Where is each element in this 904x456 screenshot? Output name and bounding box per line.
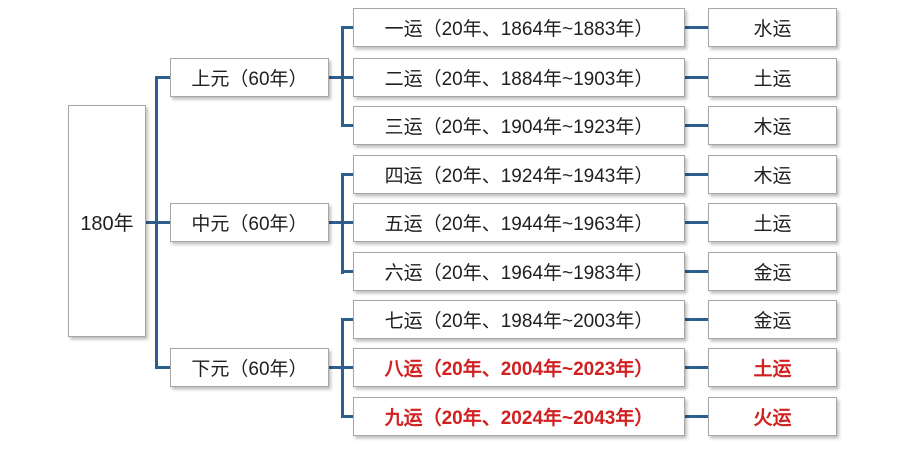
connector-element-stub-1 (683, 26, 710, 29)
element-box-4: 木运 (708, 155, 837, 194)
element-box-7: 金运 (708, 300, 837, 339)
run-box-2: 二运（20年、1884年~1903年） (353, 58, 685, 97)
connector-element-stub-3 (683, 124, 710, 127)
connector-run-stub-6 (341, 270, 355, 273)
connector-subtrunk-stub-1 (327, 76, 344, 79)
connector-group-stub-2 (155, 221, 173, 224)
connector-group-stub-1 (155, 76, 173, 79)
group-box-upper-yuan: 上元（60年） (170, 58, 329, 97)
connector-element-stub-7 (683, 318, 710, 321)
connector-root-stub (145, 220, 158, 224)
connector-run-stub-4 (341, 173, 355, 176)
connector-run-stub-9 (341, 415, 355, 418)
run-box-1: 一运（20年、1864年~1883年） (353, 8, 685, 47)
run-box-8: 八运（20年、2004年~2023年） (353, 348, 685, 387)
element-box-8: 土运 (708, 348, 837, 387)
connector-element-stub-8 (683, 366, 710, 369)
connector-run-stub-3 (341, 124, 355, 127)
element-box-5: 土运 (708, 203, 837, 242)
connector-element-stub-4 (683, 173, 710, 176)
connector-subtrunk-stub-2 (327, 221, 344, 224)
element-box-3: 木运 (708, 106, 837, 145)
connector-run-stub-2 (341, 76, 355, 79)
connector-element-stub-2 (683, 76, 710, 79)
connector-run-stub-1 (341, 26, 355, 29)
run-box-6: 六运（20年、1964年~1983年） (353, 252, 685, 291)
connector-run-stub-7 (341, 318, 355, 321)
connector-element-stub-5 (683, 221, 710, 224)
connector-group-stub-3 (155, 366, 173, 369)
element-box-6: 金运 (708, 252, 837, 291)
run-box-7: 七运（20年、1984年~2003年） (353, 300, 685, 339)
connector-run-stub-8 (341, 366, 355, 369)
connector-element-stub-6 (683, 270, 710, 273)
root-box-180-years: 180年 (68, 105, 146, 337)
element-box-9: 火运 (708, 397, 837, 436)
element-box-2: 土运 (708, 58, 837, 97)
connector-run-stub-5 (341, 221, 355, 224)
connector-subtrunk-stub-3 (327, 366, 344, 369)
group-box-lower-yuan: 下元（60年） (170, 348, 329, 387)
run-box-3: 三运（20年、1904年~1923年） (353, 106, 685, 145)
element-box-1: 水运 (708, 8, 837, 47)
run-box-4: 四运（20年、1924年~1943年） (353, 155, 685, 194)
run-box-9: 九运（20年、2024年~2043年） (353, 397, 685, 436)
run-box-5: 五运（20年、1944年~1963年） (353, 203, 685, 242)
group-box-middle-yuan: 中元（60年） (170, 203, 329, 242)
connector-element-stub-9 (683, 415, 710, 418)
